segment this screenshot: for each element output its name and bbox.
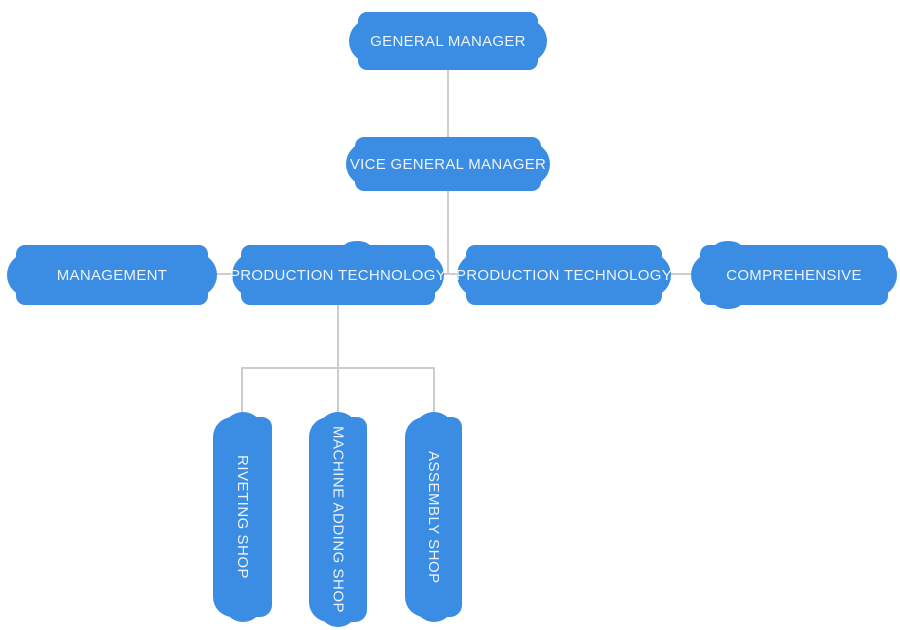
node-general-manager[interactable]: GENERAL MANAGER xyxy=(358,12,538,70)
shape-blob xyxy=(343,241,371,255)
connector-line xyxy=(447,70,449,138)
node-label: GENERAL MANAGER xyxy=(370,32,526,50)
shape-blob xyxy=(714,295,742,309)
node-label: RIVETING SHOP xyxy=(234,454,251,580)
connector-line xyxy=(241,367,243,418)
node-management[interactable]: MANAGEMENT xyxy=(16,245,208,305)
node-label: PRODUCTION TECHNOLOGY xyxy=(229,266,447,284)
node-comprehensive[interactable]: COMPREHENSIVE xyxy=(700,241,888,309)
connector-line xyxy=(447,191,449,275)
connector-line xyxy=(337,305,339,368)
connector-line xyxy=(433,273,470,275)
node-vice-general-manager[interactable]: VICE GENERAL MANAGER xyxy=(350,137,546,191)
node-assembly-shop[interactable]: ASSEMBLY SHOP xyxy=(405,417,462,617)
node-production-technology-1[interactable]: PRODUCTION TECHNOLOGY xyxy=(230,241,446,305)
connector-line xyxy=(337,367,339,418)
node-label: COMPREHENSIVE xyxy=(726,266,862,284)
node-production-technology-2[interactable]: PRODUCTION TECHNOLOGY xyxy=(456,245,672,305)
shape-blob xyxy=(714,241,742,255)
connector-line xyxy=(660,273,704,275)
node-label: VICE GENERAL MANAGER xyxy=(349,155,547,173)
node-machine-adding-shop[interactable]: MACHINE ADDING SHOP xyxy=(309,417,367,622)
connector-line xyxy=(205,273,245,275)
node-label: ASSEMBLY SHOP xyxy=(425,450,442,584)
node-riveting-shop[interactable]: RIVETING SHOP xyxy=(213,417,272,617)
connector-line xyxy=(433,367,435,418)
node-label: MACHINE ADDING SHOP xyxy=(329,425,347,614)
node-label: PRODUCTION TECHNOLOGY xyxy=(455,266,673,284)
node-label: MANAGEMENT xyxy=(56,266,168,284)
